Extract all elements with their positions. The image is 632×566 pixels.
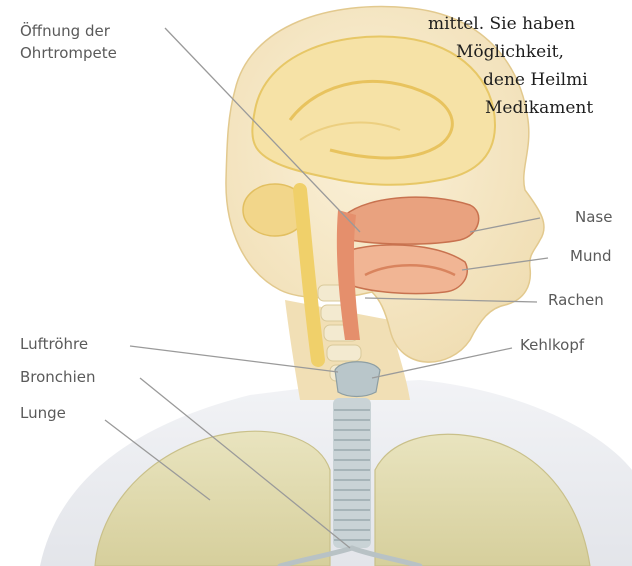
label-lunge: Lunge (20, 404, 66, 423)
label-bronchien: Bronchien (20, 368, 95, 387)
overlay-text-line-4: Medikament (485, 96, 593, 120)
label-ohrtrompete: Ohrtrompete (20, 44, 117, 63)
label-luftroehre: Luftröhre (20, 335, 88, 354)
label-rachen: Rachen (548, 291, 604, 310)
overlay-text-line-3: dene Heilmi (483, 68, 588, 92)
larynx (335, 362, 380, 397)
overlay-text-line-1: mittel. Sie haben (428, 12, 575, 36)
label-mund: Mund (570, 247, 611, 266)
label-oeffnung-der: Öffnung der (20, 22, 110, 41)
nasal-cavity (345, 197, 479, 244)
label-kehlkopf: Kehlkopf (520, 336, 584, 355)
label-nase: Nase (575, 208, 612, 227)
overlay-text-line-2: Möglichkeit, (456, 40, 564, 64)
